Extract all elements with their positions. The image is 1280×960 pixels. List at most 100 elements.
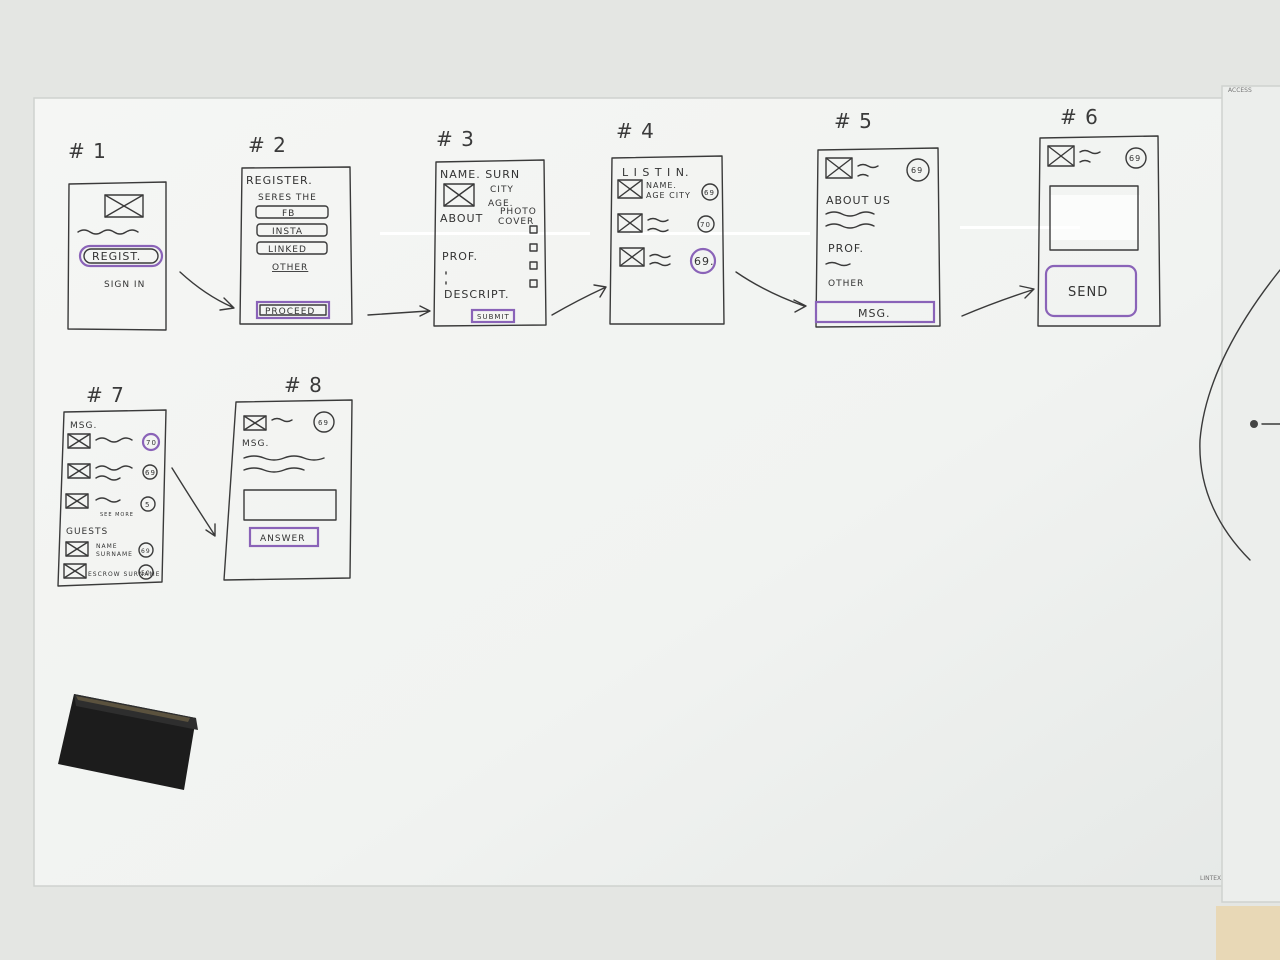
board-mount-screw bbox=[1250, 420, 1258, 428]
image-placeholder-icon bbox=[443, 183, 475, 207]
board-brand-top: ACCESS bbox=[1228, 87, 1252, 94]
frame-number: # 2 bbox=[248, 133, 287, 157]
flow-arrow bbox=[735, 271, 807, 313]
image-placeholder-icon bbox=[617, 213, 643, 233]
answer-label: ANSWER bbox=[260, 534, 305, 544]
guest-subtitle: ESCROW SURNAME bbox=[88, 571, 160, 578]
reply-textbox-sketch bbox=[243, 489, 337, 521]
image-placeholder-icon bbox=[65, 493, 89, 509]
frame-number: # 3 bbox=[436, 127, 475, 151]
insta-label: INSTA bbox=[272, 227, 303, 237]
light-reflection bbox=[630, 232, 810, 235]
score-badge-label: 69. bbox=[694, 255, 715, 268]
sketch-frame-4: # 4 L I S T I N. NAME. AGE CITY 69 70 69… bbox=[609, 119, 725, 325]
age-label: AGE. bbox=[488, 199, 514, 209]
scribble-text bbox=[825, 211, 875, 229]
image-placeholder-icon bbox=[243, 415, 267, 431]
proceed-button-sketch bbox=[255, 300, 331, 320]
prof-label: PROF. bbox=[828, 242, 864, 255]
about-us-label: ABOUT US bbox=[826, 194, 891, 207]
message-textbox-sketch bbox=[1049, 185, 1139, 251]
answer-button-sketch bbox=[248, 526, 320, 548]
sketch-frame-5: # 5 69 ABOUT US PROF. OTHER MSG. bbox=[814, 109, 941, 328]
score-badge bbox=[138, 564, 154, 580]
sign-in-label: SIGN IN bbox=[104, 280, 145, 290]
frame-number: # 4 bbox=[616, 119, 655, 143]
scribble-text bbox=[77, 229, 139, 235]
sketch-frame-8: # 8 69 MSG. ANSWER bbox=[223, 373, 353, 581]
sketch-frame-2: # 2 REGISTER. SERES THE FB INSTA LINKED … bbox=[239, 133, 353, 325]
scribble-text bbox=[649, 253, 671, 267]
submit-label: SUBMIT bbox=[477, 313, 510, 321]
image-placeholder-icon bbox=[67, 433, 91, 449]
score-badge-label: 69 bbox=[141, 548, 151, 555]
descript-label: DESCRIPT. bbox=[444, 288, 510, 301]
register-label: REGIST. bbox=[92, 250, 141, 263]
score-badge-label: 5 bbox=[145, 501, 150, 509]
flow-arrow bbox=[179, 271, 235, 311]
msg-label: MSG. bbox=[70, 421, 97, 431]
flow-arrow bbox=[367, 305, 431, 317]
score-badge-label: 70 bbox=[700, 221, 711, 229]
listing-name: NAME. bbox=[646, 181, 677, 190]
score-badge bbox=[142, 464, 158, 480]
proceed-label: PROCEED bbox=[265, 307, 315, 317]
board-brand-bottom: LINTEX bbox=[1200, 875, 1221, 882]
flow-arrow bbox=[961, 285, 1035, 317]
register-title: REGISTER. bbox=[246, 174, 313, 187]
score-badge bbox=[906, 158, 930, 182]
frame-number: # 6 bbox=[1060, 105, 1099, 129]
see-more-label: SEE MORE bbox=[100, 512, 134, 518]
score-badge-label: 70 bbox=[146, 439, 157, 447]
light-reflection bbox=[960, 226, 1080, 229]
score-badge bbox=[138, 542, 154, 558]
photo-label: PHOTO bbox=[500, 207, 537, 217]
whiteboard-eraser bbox=[58, 694, 198, 790]
flow-arrow bbox=[551, 284, 607, 316]
score-badge-label: 69 bbox=[145, 469, 156, 477]
scribble-text bbox=[647, 217, 669, 233]
score-badge-label: 50 bbox=[141, 570, 151, 577]
prof-label: PROF. bbox=[442, 250, 478, 263]
frame-number: # 1 bbox=[68, 139, 107, 163]
image-placeholder-icon bbox=[1047, 145, 1075, 167]
fb-button-sketch bbox=[255, 205, 329, 219]
flow-arrow bbox=[171, 467, 216, 537]
score-badge bbox=[701, 183, 719, 201]
msg-label: MSG. bbox=[242, 439, 269, 449]
cardboard-box bbox=[1216, 906, 1280, 960]
sketch-frame-7: # 7 MSG. 70 69 5 SEE MORE GUESTS bbox=[57, 383, 167, 587]
guests-label: GUESTS bbox=[66, 527, 108, 537]
msg-button-sketch bbox=[814, 300, 936, 324]
cover-label: COVER bbox=[498, 217, 534, 227]
about-label: ABOUT bbox=[440, 212, 483, 225]
image-placeholder-icon bbox=[825, 157, 853, 179]
sketch-frame-3: # 3 NAME. SURN CITY AGE. PHOTO COVER ABO… bbox=[433, 127, 547, 327]
frame-number: # 8 bbox=[284, 373, 323, 397]
listing-title: L I S T I N. bbox=[622, 166, 690, 179]
score-badge-label: 69 bbox=[911, 166, 923, 175]
listing-age-city: AGE CITY bbox=[646, 191, 691, 200]
score-badge-label: 69 bbox=[1129, 154, 1141, 163]
sketch-frame-6: # 6 69 SEND bbox=[1037, 105, 1161, 327]
subtitle-label: SERES THE bbox=[258, 193, 317, 203]
fb-label: FB bbox=[282, 209, 295, 219]
image-placeholder-icon bbox=[617, 179, 643, 199]
score-badge bbox=[313, 411, 335, 433]
other-label: OTHER bbox=[272, 263, 308, 273]
guest-name: NAME bbox=[96, 543, 118, 550]
checkbox-column bbox=[529, 225, 538, 288]
score-badge-label: 69 bbox=[318, 419, 329, 427]
score-badge bbox=[697, 215, 715, 233]
sketch-frame-1: # 1 REGIST. SIGN IN bbox=[67, 139, 167, 331]
submit-button-sketch bbox=[470, 308, 516, 324]
neighbour-board bbox=[1221, 85, 1280, 903]
frame-number: # 7 bbox=[86, 383, 125, 407]
guest-surname: SURNAME bbox=[96, 551, 133, 558]
scribble-text bbox=[243, 455, 325, 473]
score-badge-label: 69 bbox=[704, 189, 715, 197]
other-label: OTHER bbox=[828, 279, 864, 289]
whiteboard bbox=[33, 97, 1231, 887]
name-surname-label: NAME. SURN bbox=[440, 168, 520, 181]
